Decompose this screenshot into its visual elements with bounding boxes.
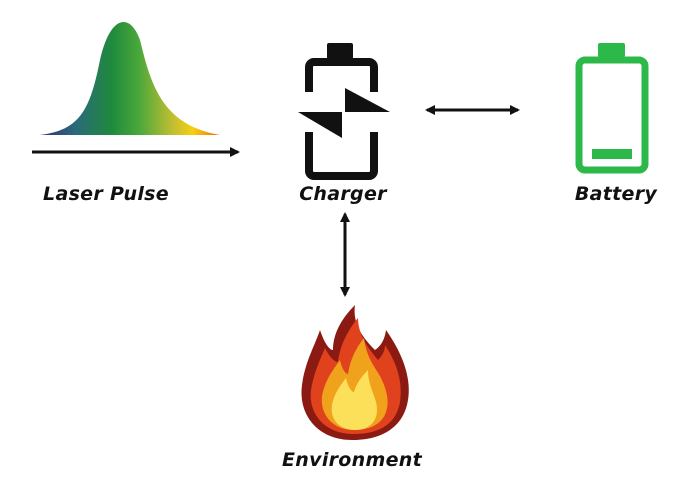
gaussian-pulse-icon	[40, 21, 220, 136]
laser-pulse-label: Laser Pulse	[43, 183, 169, 205]
environment-label: Environment	[282, 449, 422, 471]
charger-label: Charger	[299, 183, 387, 205]
battery-low-icon	[575, 43, 649, 174]
charging-battery-icon	[288, 43, 401, 180]
battery-label: Battery	[574, 183, 658, 205]
fire-icon	[301, 305, 409, 440]
